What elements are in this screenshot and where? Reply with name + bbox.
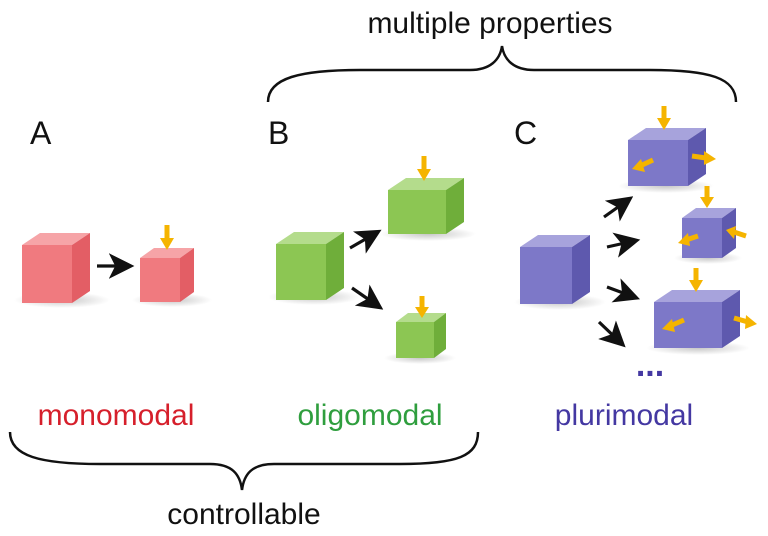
monomodal-base-cube [14, 233, 110, 308]
transition-arrow [606, 232, 641, 258]
bottom-brace-label: controllable [167, 498, 320, 531]
bottom-brace [8, 431, 480, 491]
top-brace [266, 45, 738, 103]
oligomodal-state-2-cube [384, 313, 456, 364]
monomodal-deformed-cube [132, 248, 212, 307]
panel-label-b: B [268, 115, 289, 151]
oligomodal-base-cube [268, 232, 360, 305]
panel-label-a: A [30, 115, 52, 151]
plurimodal-state-1-cube [618, 128, 714, 193]
plurimodal-base-cube [514, 235, 606, 310]
force-arrow-icon [662, 317, 685, 332]
oligomodal-state-1-cube [380, 178, 476, 241]
plurimodal-state-3-cube [646, 290, 750, 355]
force-arrow-icon [160, 225, 174, 250]
mode-label-monomodal: monomodal [38, 399, 195, 432]
force-arrow-icon [691, 151, 716, 165]
force-arrow-icon [700, 186, 714, 208]
force-arrow-icon [678, 233, 699, 246]
transition-arrow [603, 196, 634, 222]
transition-arrow [351, 284, 384, 310]
force-arrow-icon [415, 296, 429, 318]
panel-label-c: C [514, 115, 537, 151]
top-brace-label: multiple properties [367, 7, 612, 40]
force-arrow-icon [726, 226, 747, 239]
mode-label-plurimodal: plurimodal [555, 399, 693, 432]
transition-arrow [597, 320, 626, 348]
transition-arrow [606, 278, 641, 303]
force-arrow-icon [689, 268, 703, 292]
force-arrow-icon [733, 315, 757, 329]
force-arrow-icon [632, 157, 655, 172]
force-arrow-icon [657, 106, 671, 130]
mode-label-oligomodal: oligomodal [297, 399, 442, 432]
transition-arrow [349, 229, 382, 254]
plurimodal-state-2-cube [674, 208, 742, 264]
force-arrow-icon [417, 156, 431, 181]
